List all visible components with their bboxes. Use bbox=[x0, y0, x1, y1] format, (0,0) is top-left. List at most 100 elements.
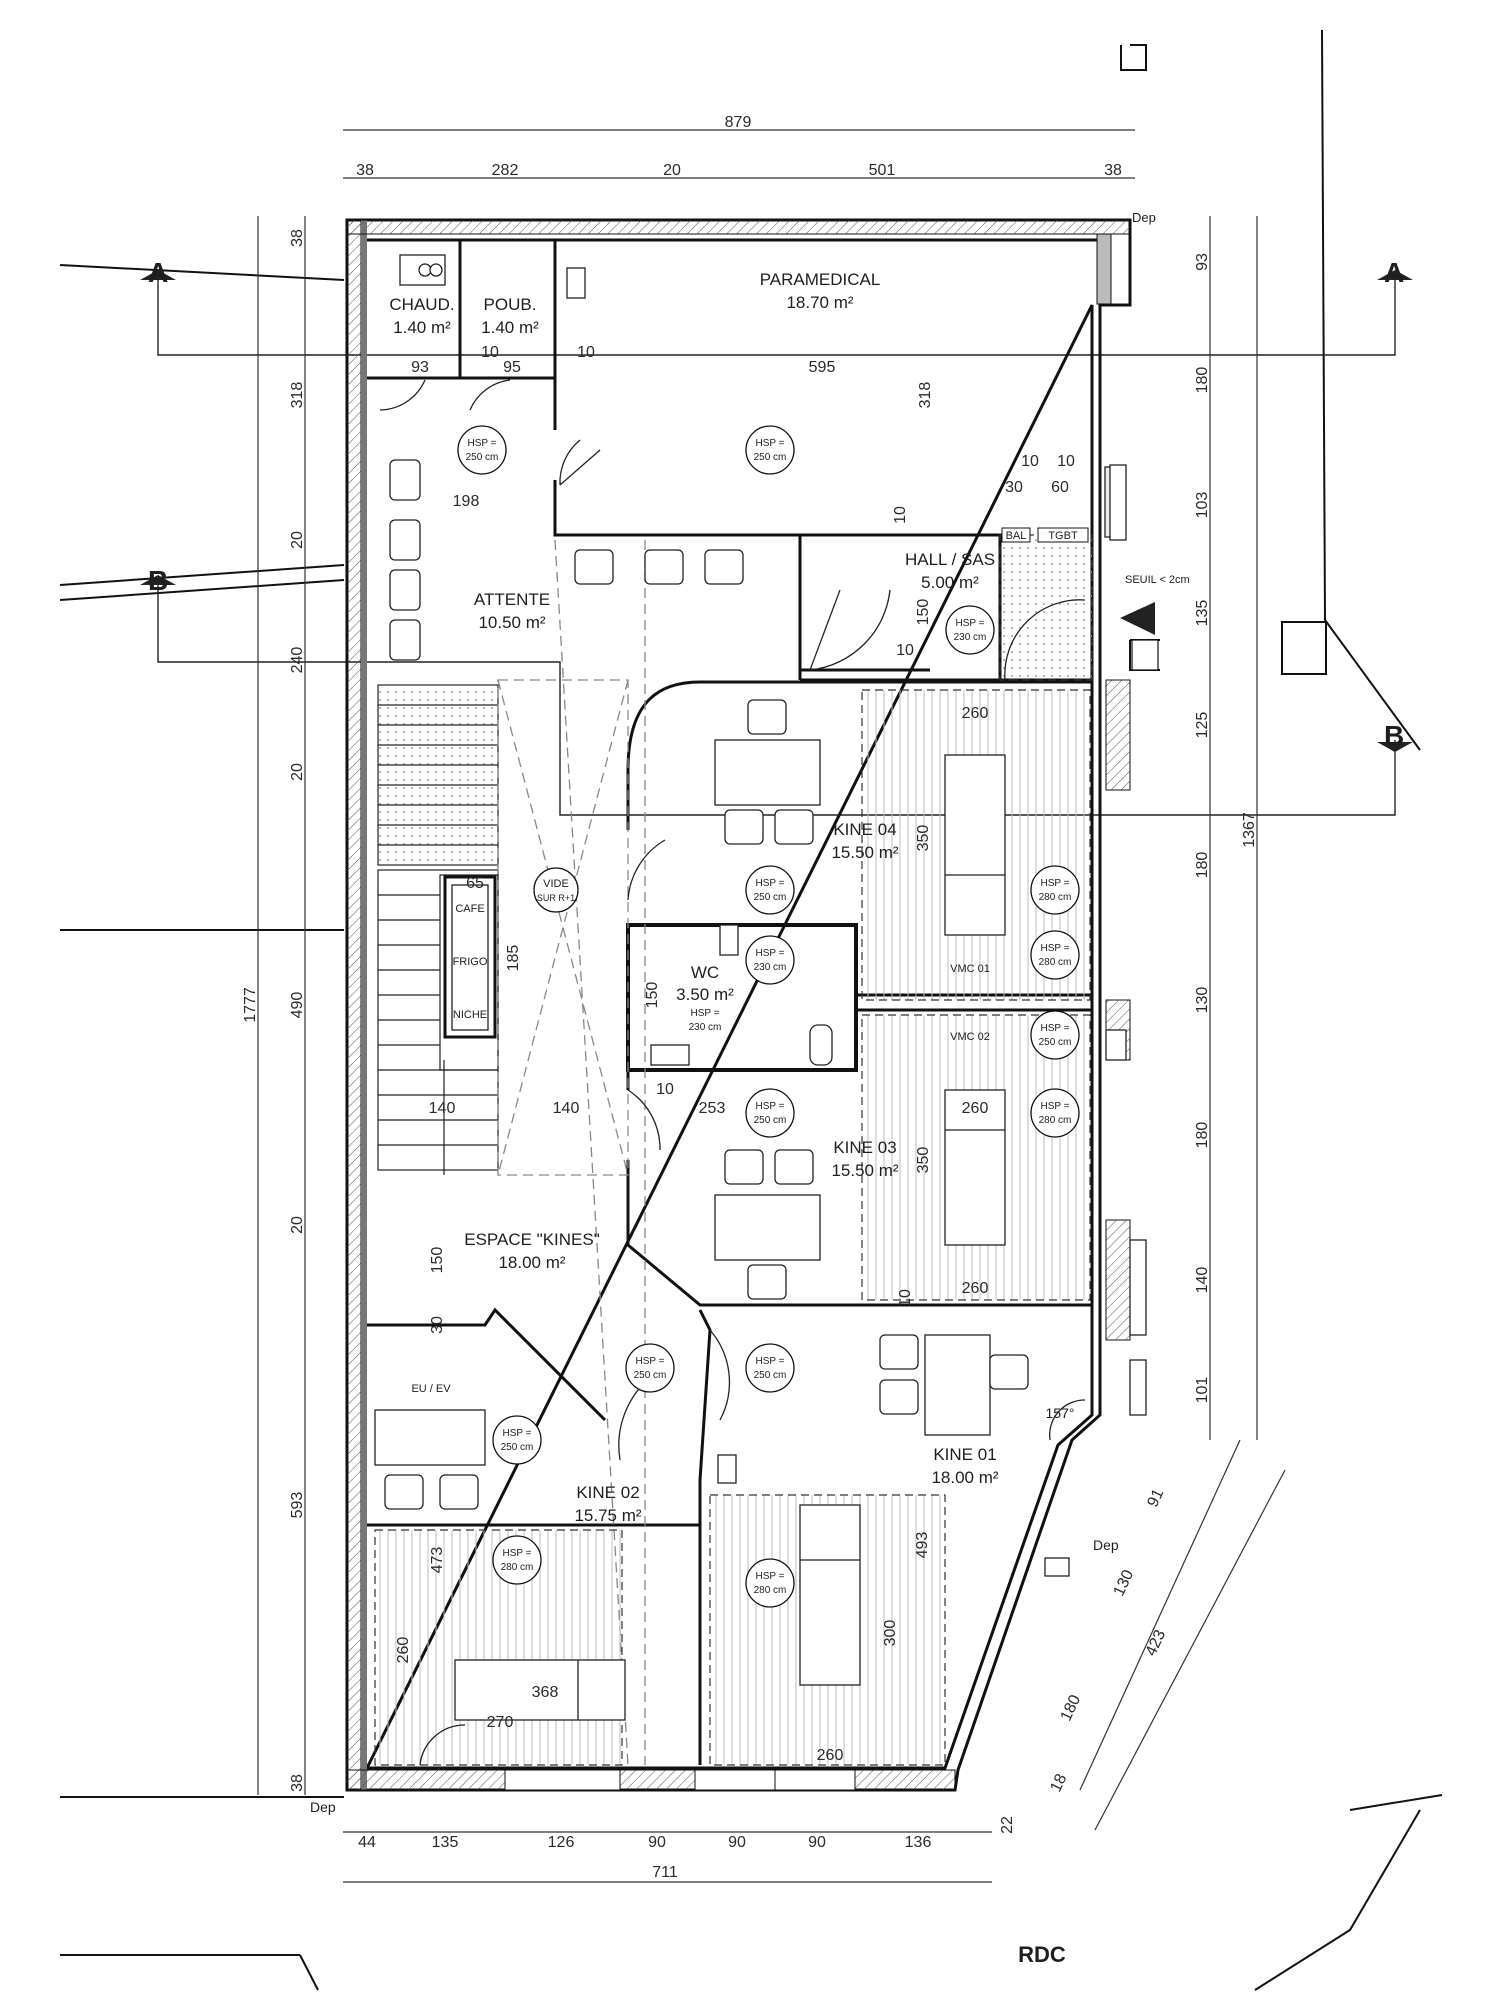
dim-right-part: 93 bbox=[1194, 253, 1211, 271]
tgbt-label: TGBT bbox=[1048, 530, 1078, 542]
dim-inner: 318 bbox=[917, 382, 934, 409]
dim-left-part: 38 bbox=[289, 1774, 306, 1792]
downpipe-label-right: Dep bbox=[1093, 1537, 1119, 1553]
dim-top-part: 38 bbox=[356, 162, 374, 179]
dim-inner: 270 bbox=[487, 1714, 514, 1731]
bal-label: BAL bbox=[1006, 530, 1027, 542]
dim-top-part: 38 bbox=[1104, 162, 1122, 179]
dim-inner: 10 bbox=[897, 1289, 914, 1307]
hsp-label: HSP = bbox=[636, 1356, 665, 1367]
vmc02-label: VMC 02 bbox=[950, 1031, 990, 1043]
dim-top-part: 20 bbox=[663, 162, 681, 179]
dim-inner: 10 bbox=[896, 642, 914, 659]
section-arrow-a-right bbox=[1377, 270, 1413, 280]
interior-walls bbox=[367, 240, 1094, 1765]
inner-dimension-texts: 93 95 10 10 595 198 318 10 10 30 60 10 1… bbox=[395, 344, 1075, 1764]
hsp-value: 250 cm bbox=[634, 1370, 667, 1381]
hsp-label: HSP = bbox=[756, 948, 785, 959]
dim-bottom-part: 90 bbox=[648, 1834, 666, 1851]
room-area-kine04: 15.50 m² bbox=[831, 843, 898, 862]
hsp-value: 250 cm bbox=[754, 1370, 787, 1381]
dim-inner: 260 bbox=[395, 1637, 412, 1664]
dim-inner: 65 bbox=[466, 875, 484, 892]
section-mark-a-left: A bbox=[148, 257, 168, 288]
dim-inner: 10 bbox=[1021, 453, 1039, 470]
room-area-chaud: 1.40 m² bbox=[393, 318, 451, 337]
dim-right-part: 180 bbox=[1194, 852, 1211, 879]
dim-inner: 10 bbox=[1057, 453, 1075, 470]
dimension-lines bbox=[257, 129, 1286, 1883]
dim-diag-part: 130 bbox=[1111, 1567, 1138, 1598]
dim-diag-part: 91 bbox=[1144, 1486, 1167, 1509]
dim-inner: 30 bbox=[429, 1316, 446, 1334]
dim-top-part: 282 bbox=[492, 162, 519, 179]
dim-inner: 350 bbox=[915, 1147, 932, 1174]
room-name-wc: WC bbox=[691, 963, 719, 982]
dim-left-total: 1777 bbox=[242, 987, 259, 1023]
dim-bottom-total: 711 bbox=[652, 1864, 678, 1881]
section-arrow-b-left bbox=[140, 575, 176, 585]
dim-left-part: 38 bbox=[289, 229, 306, 247]
hsp-label: HSP = bbox=[503, 1428, 532, 1439]
stairs bbox=[377, 684, 499, 1175]
hsp-value: 280 cm bbox=[1039, 957, 1072, 968]
treatment-floor-areas bbox=[374, 534, 1093, 1766]
hsp-label: HSP = bbox=[1041, 878, 1070, 889]
exterior-walls bbox=[345, 218, 1132, 1792]
dim-inner: 150 bbox=[644, 982, 661, 1009]
dim-left-part: 593 bbox=[289, 1492, 306, 1519]
room-name-kine02: KINE 02 bbox=[576, 1483, 639, 1502]
hsp-value: 250 cm bbox=[754, 452, 787, 463]
annotation-labels: VIDE SUR R+1 CAFE FRIGO NICHE VMC 01 VMC… bbox=[310, 210, 1190, 1967]
section-lines bbox=[157, 280, 1396, 816]
angle-label: 157° bbox=[1046, 1405, 1075, 1421]
dim-inner: 95 bbox=[503, 359, 521, 376]
dim-right-part: 101 bbox=[1194, 1377, 1211, 1404]
hsp-label: HSP = bbox=[956, 618, 985, 629]
dim-right-total: 1367 bbox=[1241, 812, 1258, 848]
room-area-poub: 1.40 m² bbox=[481, 318, 539, 337]
room-area-espace: 18.00 m² bbox=[498, 1253, 565, 1272]
dim-inner: 260 bbox=[962, 705, 989, 722]
dim-right-part: 140 bbox=[1194, 1267, 1211, 1294]
dim-inner: 260 bbox=[962, 1100, 989, 1117]
dim-right-part: 125 bbox=[1194, 712, 1211, 739]
dim-inner: 493 bbox=[914, 1532, 931, 1559]
hsp-value: 250 cm bbox=[466, 452, 499, 463]
dim-left-part: 240 bbox=[289, 647, 306, 674]
room-name-kine04: KINE 04 bbox=[833, 820, 896, 839]
void-label: VIDE bbox=[543, 878, 569, 890]
dim-diag-part: 18 bbox=[1047, 1771, 1070, 1794]
hsp-label: HSP = bbox=[1041, 1023, 1070, 1034]
dim-inner: 10 bbox=[656, 1081, 674, 1098]
dim-bottom-part: 90 bbox=[728, 1834, 746, 1851]
entrance-threshold-arrow bbox=[1120, 602, 1155, 635]
room-name-poub: POUB. bbox=[484, 295, 537, 314]
hsp-label: HSP = bbox=[756, 1571, 785, 1582]
hsp-label: HSP = bbox=[756, 438, 785, 449]
dim-inner: 10 bbox=[892, 506, 909, 524]
dim-22: 22 bbox=[999, 1816, 1016, 1834]
hsp-labels: HSP = 250 cm HSP = 250 cm HSP = 230 cm H… bbox=[466, 438, 1072, 1596]
hsp-value: 280 cm bbox=[501, 1562, 534, 1573]
dim-inner: 150 bbox=[915, 599, 932, 626]
dim-inner: 10 bbox=[481, 344, 499, 361]
hsp-label: HSP = bbox=[691, 1008, 720, 1019]
dim-left-part: 20 bbox=[289, 1216, 306, 1234]
dim-inner: 10 bbox=[577, 344, 595, 361]
dim-right-part: 180 bbox=[1194, 367, 1211, 394]
hsp-label: HSP = bbox=[468, 438, 497, 449]
threshold-label: SEUIL < 2cm bbox=[1125, 574, 1190, 586]
ceiling-height-markers bbox=[457, 425, 1080, 1608]
dim-left-part: 318 bbox=[289, 382, 306, 409]
room-area-hall: 5.00 m² bbox=[921, 573, 979, 592]
room-name-espace: ESPACE "KINES" bbox=[464, 1230, 600, 1249]
hsp-label: HSP = bbox=[756, 878, 785, 889]
dim-bottom-part: 90 bbox=[808, 1834, 826, 1851]
dim-inner: 140 bbox=[553, 1100, 580, 1117]
dim-inner: 60 bbox=[1051, 479, 1069, 496]
hsp-value: 250 cm bbox=[754, 892, 787, 903]
hsp-label: HSP = bbox=[756, 1356, 785, 1367]
room-name-attente: ATTENTE bbox=[474, 590, 550, 609]
eu-ev-label: EU / EV bbox=[411, 1383, 451, 1395]
